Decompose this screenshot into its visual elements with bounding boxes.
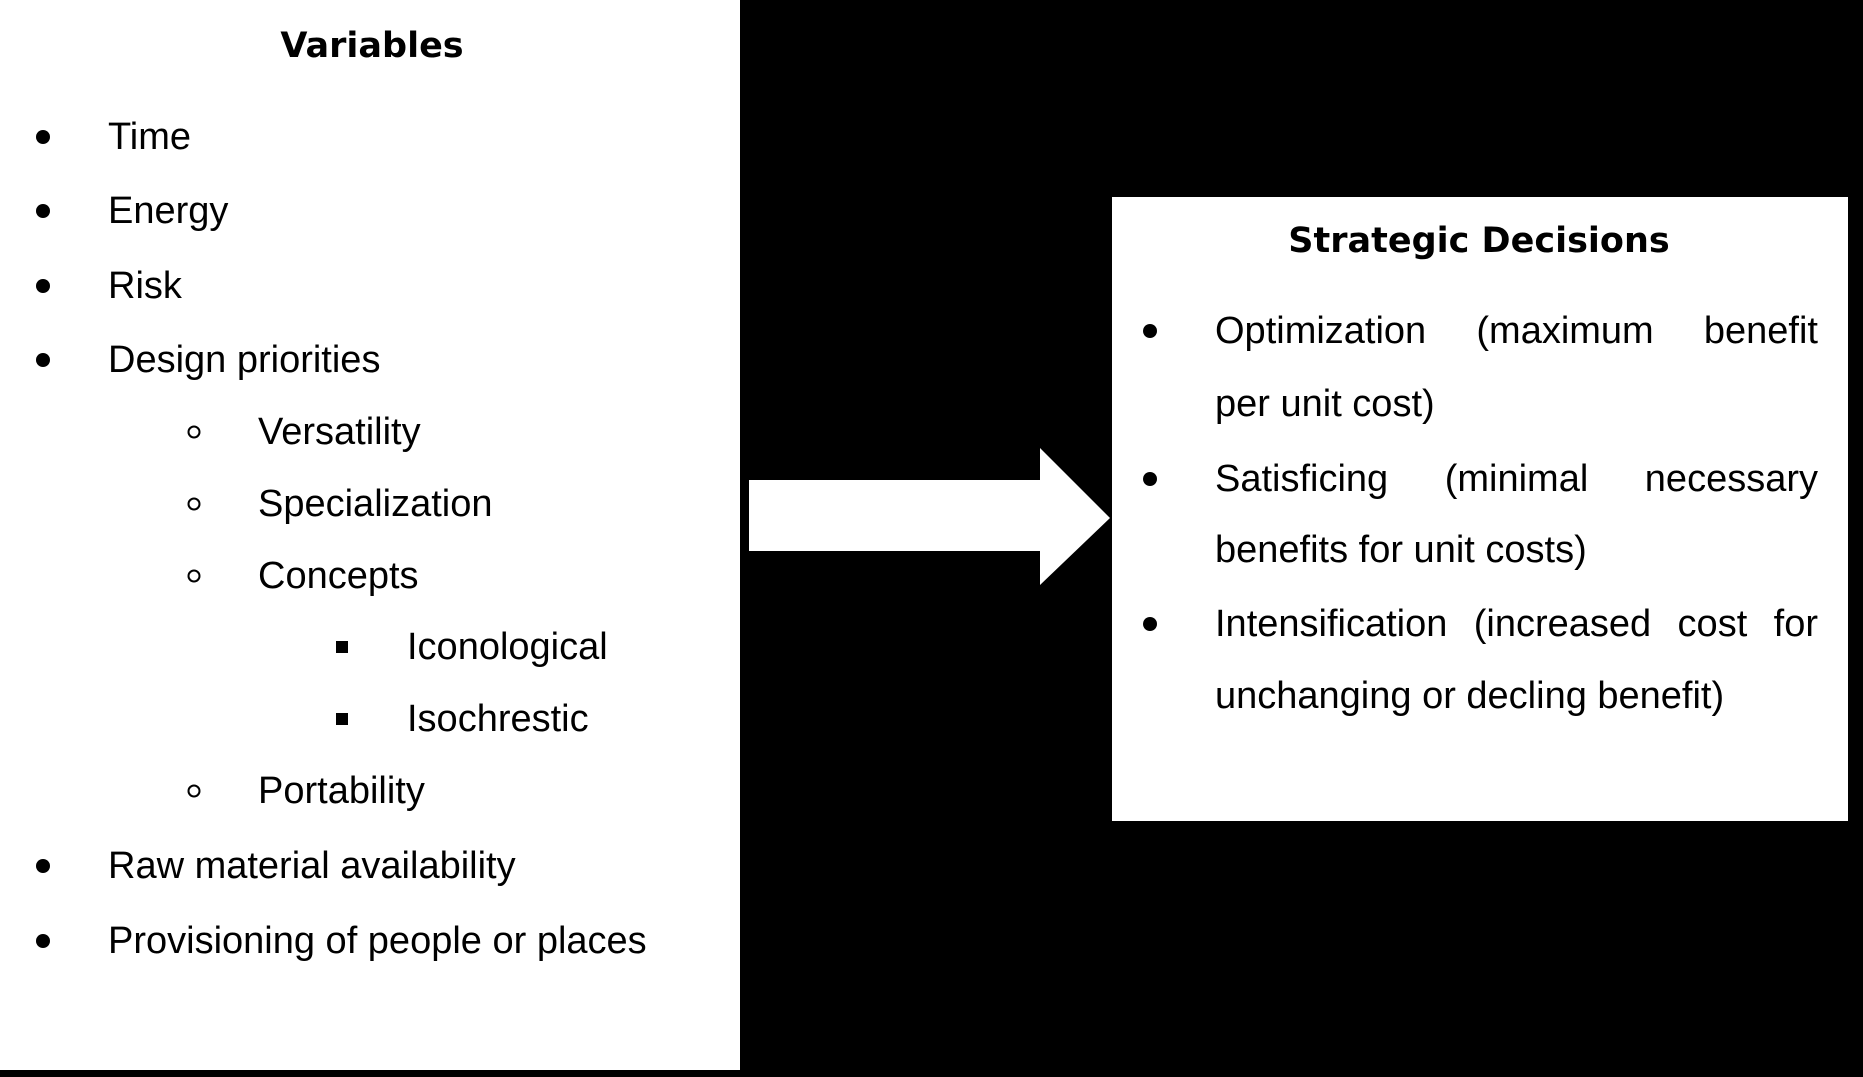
variables-title: Variables: [280, 26, 464, 66]
decision-item-line: Satisficing (minimal necessary: [1215, 458, 1818, 500]
strategic-decisions-title: Strategic Decisions: [1288, 221, 1670, 261]
bullet-dot-icon: [1143, 324, 1157, 338]
bullet-circle-icon: [187, 784, 201, 798]
bullet-circle-icon: [187, 425, 201, 439]
decision-item-line: Optimization (maximum benefit: [1215, 310, 1818, 352]
variable-item: Isochrestic: [407, 698, 589, 740]
variable-item: Concepts: [258, 555, 419, 597]
variable-item: Provisioning of people or places: [108, 920, 647, 962]
bullet-square-icon: [336, 713, 348, 725]
decision-item-line: unchanging or decling benefit): [1215, 675, 1725, 717]
bullet-square-icon: [336, 641, 348, 653]
variable-item: Time: [108, 116, 192, 158]
bullet-circle-icon: [187, 569, 201, 583]
bullet-dot-icon: [36, 279, 50, 293]
bullet-dot-icon: [1143, 472, 1157, 486]
bullet-dot-icon: [36, 204, 50, 218]
decision-item-line: Intensification (increased cost for: [1215, 603, 1818, 645]
variable-item: Iconological: [407, 626, 608, 668]
variable-item: Versatility: [258, 411, 421, 453]
decision-item-line: per unit cost): [1215, 383, 1435, 425]
bullet-dot-icon: [36, 934, 50, 948]
decision-item-line: benefits for unit costs): [1215, 529, 1587, 571]
variable-item: Risk: [108, 265, 182, 307]
strategic-decisions-box: Strategic Decisions Optimization (maximu…: [1112, 197, 1848, 821]
variable-item: Portability: [258, 770, 425, 812]
variable-item: Design priorities: [108, 339, 381, 381]
bullet-dot-icon: [36, 130, 50, 144]
bullet-circle-icon: [187, 497, 201, 511]
bullet-dot-icon: [1143, 617, 1157, 631]
variable-item: Energy: [108, 190, 229, 232]
bullet-dot-icon: [36, 353, 50, 367]
variable-item: Raw material availability: [108, 845, 516, 887]
variable-item: Specialization: [258, 483, 493, 525]
bullet-dot-icon: [36, 859, 50, 873]
